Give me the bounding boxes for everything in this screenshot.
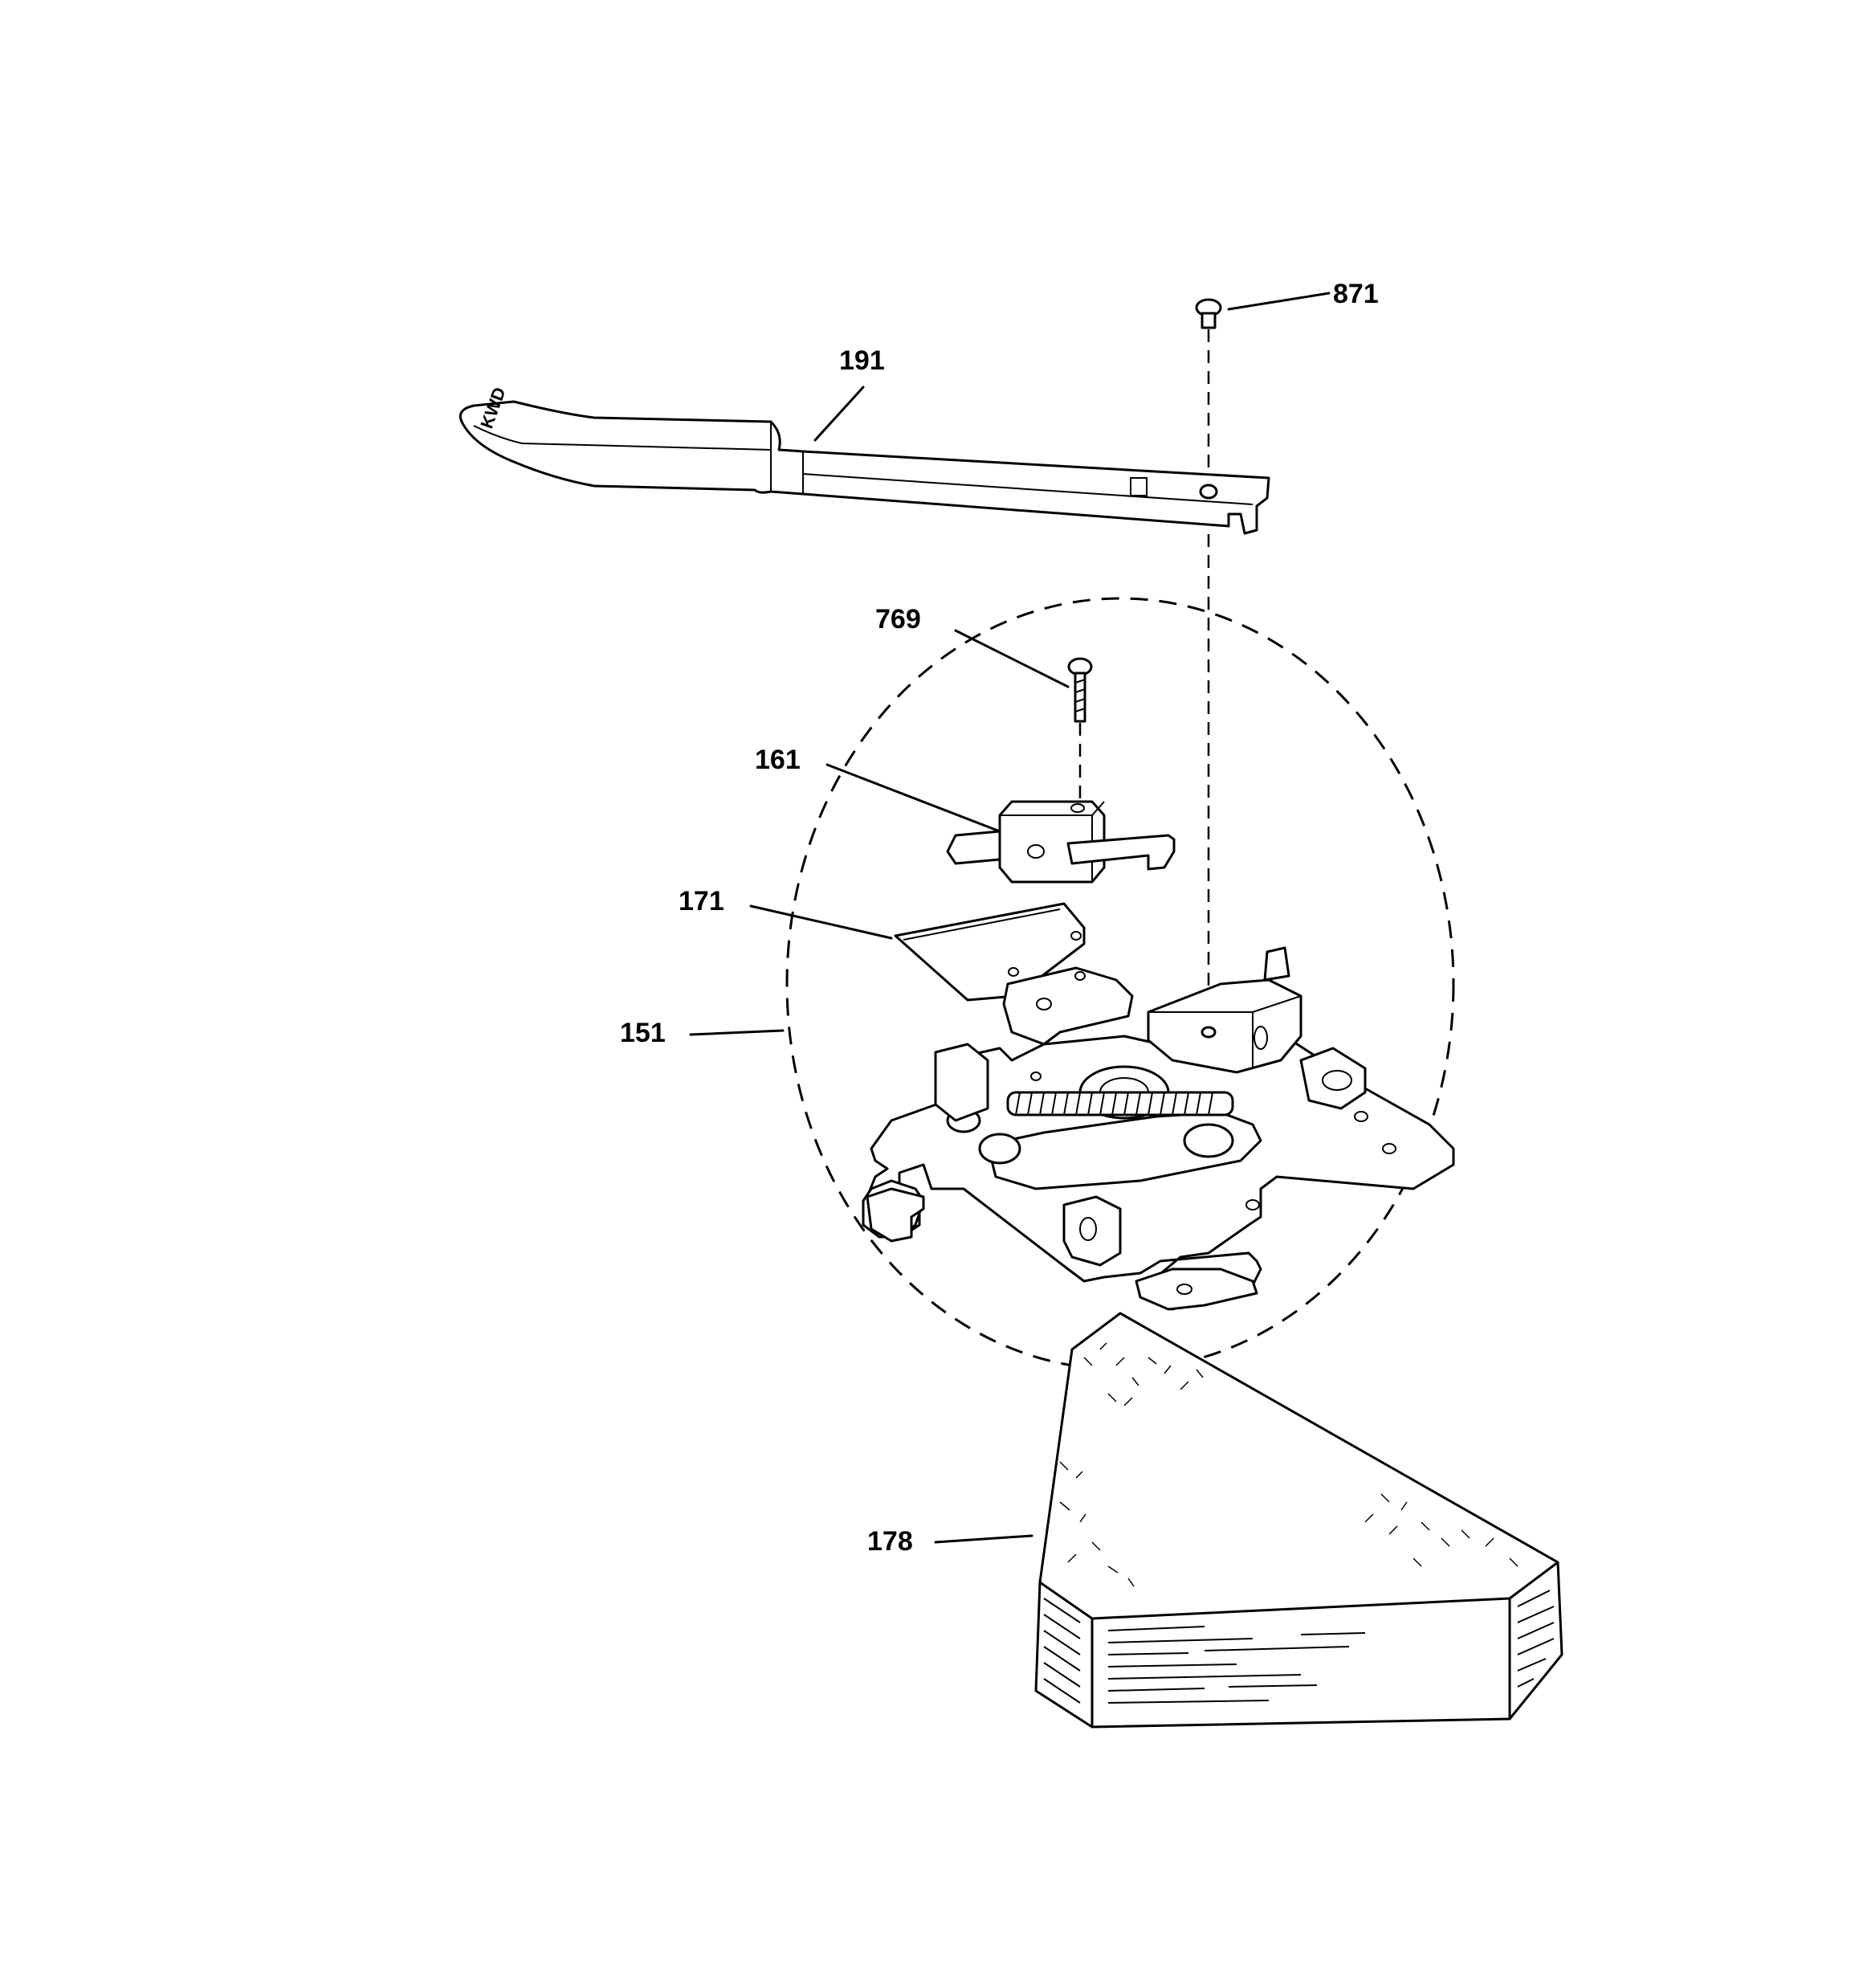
leader-191 (813, 386, 865, 442)
leader-769 (954, 629, 1070, 688)
part-151-lock-mechanism (862, 946, 1455, 1311)
insulation-texture (1043, 1342, 1555, 1704)
leader-161 (826, 763, 1001, 833)
leader-151 (689, 1029, 785, 1036)
part-161-switch (946, 800, 1176, 884)
part-871-screw (1195, 298, 1222, 329)
part-178-insulation (1034, 1312, 1563, 1729)
part-191-latch-handle: KWD (459, 385, 1270, 535)
spring (1006, 1091, 1234, 1116)
callout-151: 151 (620, 1018, 666, 1048)
callout-161: 161 (755, 745, 801, 775)
callout-871: 871 (1333, 279, 1379, 309)
leader-871 (1227, 292, 1331, 311)
callout-191: 191 (839, 345, 885, 376)
leader-178 (934, 1534, 1033, 1544)
leader-171 (749, 904, 893, 940)
callout-171: 171 (679, 886, 724, 916)
callout-178: 178 (867, 1526, 913, 1557)
part-769-screw (1067, 657, 1093, 723)
callout-769: 769 (875, 604, 921, 635)
